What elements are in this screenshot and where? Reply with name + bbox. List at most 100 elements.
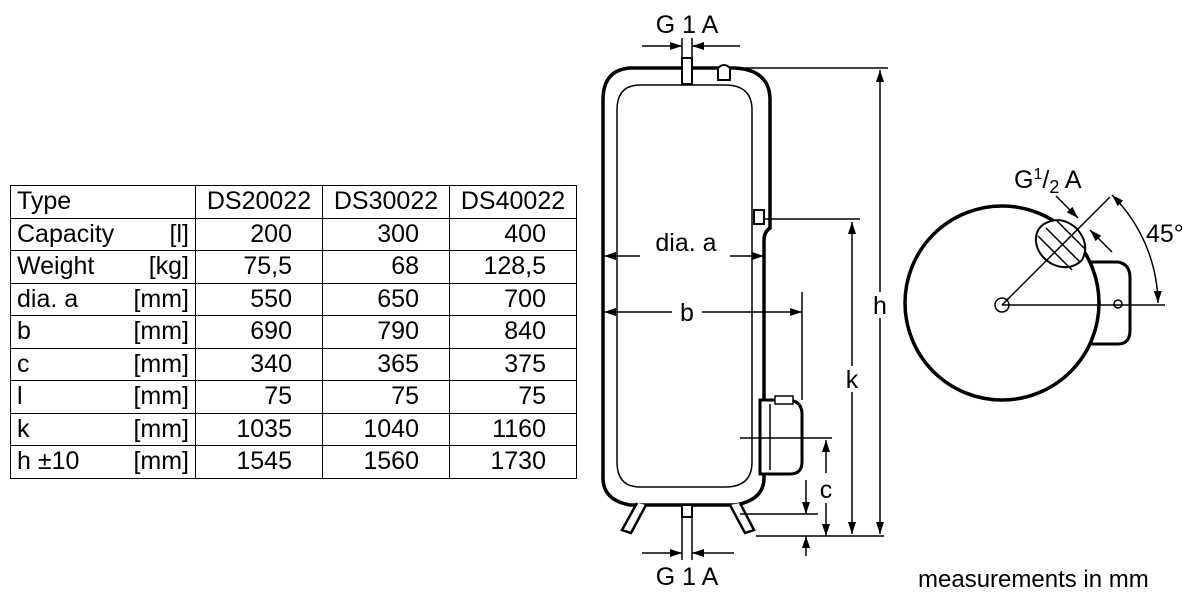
dim-h-label: h <box>873 292 887 320</box>
spec-cell: 1035 <box>195 412 323 446</box>
spec-row-unit: [mm] <box>133 447 189 476</box>
spec-header-model: DS30022 <box>322 185 450 219</box>
spec-row-unit: [mm] <box>133 414 189 443</box>
angle-label: 45° <box>1146 220 1184 248</box>
spec-cell: 68 <box>322 250 450 284</box>
angle-arc <box>1111 194 1162 304</box>
top-view-hatching <box>1037 219 1087 271</box>
spec-row-name: l <box>17 382 23 411</box>
spec-row-name: Capacity <box>17 219 115 248</box>
side-connection-label: G1/2 A <box>1014 166 1082 197</box>
spec-row-label-wrap: c [mm] <box>17 349 189 378</box>
top-view-flange-hole <box>1113 299 1123 309</box>
spec-row-unit: [kg] <box>148 252 189 281</box>
leg-right <box>728 502 756 535</box>
bottom-connection-pipe <box>681 504 693 518</box>
spec-cell: 128,5 <box>449 250 577 284</box>
spec-cell: 75 <box>195 380 323 414</box>
flange-cap <box>774 395 794 405</box>
spec-row-unit: [l] <box>169 219 189 248</box>
spec-cell: 75 <box>322 380 450 414</box>
spec-cell: 1040 <box>322 412 450 446</box>
side-connection-sup: 1 <box>1033 166 1042 183</box>
spec-header-label: Type <box>10 185 196 219</box>
spec-row-name: c <box>17 349 30 378</box>
side-connection-arrow-upper <box>1055 195 1079 219</box>
spec-cell: 1730 <box>449 445 577 479</box>
spec-row-label: c [mm] <box>10 347 196 381</box>
bottom-connection-dimension <box>642 517 734 560</box>
spec-table: Type DS20022 DS30022 DS40022 Capacity[l]… <box>10 185 577 479</box>
spec-row-label: k [mm] <box>10 412 196 446</box>
top-connection-dimension <box>642 38 740 58</box>
dim-dia-a-label: dia. a <box>655 229 716 257</box>
leg-left <box>620 502 648 535</box>
dimension-h <box>745 67 888 534</box>
dim-b-label: b <box>680 299 694 327</box>
top-view-angle-line <box>1001 196 1111 306</box>
top-connection-pipe <box>681 57 693 85</box>
spec-row-name: dia. a <box>17 284 79 313</box>
spec-cell: 1160 <box>449 412 577 446</box>
spec-row-label: b [mm] <box>10 315 196 349</box>
spec-row-label-wrap: k [mm] <box>17 414 189 443</box>
spec-cell: 375 <box>449 347 577 381</box>
spec-row-name: k <box>17 414 30 443</box>
side-connection-sub: 2 <box>1049 177 1059 197</box>
spec-row-label-wrap: l [mm] <box>17 384 189 409</box>
spec-row-name: h ±10 <box>17 447 80 476</box>
bottom-connection-label: G 1 A <box>656 563 719 591</box>
spec-cell: 550 <box>195 282 323 316</box>
dim-k-label: k <box>846 366 859 394</box>
tank-front-view <box>601 57 804 535</box>
top-connection-label: G 1 A <box>656 11 719 39</box>
spec-table-body: Type DS20022 DS30022 DS40022 Capacity[l]… <box>10 185 577 479</box>
spec-cell: 650 <box>322 282 450 316</box>
spec-row-label: h ±10 [mm] <box>10 445 196 479</box>
flange-box <box>758 398 804 476</box>
side-connection-prefix: G <box>1014 166 1033 194</box>
spec-cell: 365 <box>322 347 450 381</box>
spec-cell: 75 <box>449 380 577 414</box>
side-connection-slash: / <box>1042 166 1049 194</box>
spec-row-label-wrap: Weight [kg] <box>17 254 189 279</box>
tank-inner-vessel <box>616 84 753 488</box>
spec-row-unit: [mm] <box>133 284 189 313</box>
spec-cell: 400 <box>449 217 577 251</box>
spec-cell: 300 <box>322 217 450 251</box>
measurements-note: measurements in mm <box>918 566 1149 593</box>
dimension-c <box>740 437 884 556</box>
dimension-b <box>604 292 803 400</box>
spec-cell: 1545 <box>195 445 323 479</box>
top-nipple <box>717 64 731 81</box>
spec-row-label-wrap: Capacity [l] <box>17 219 189 248</box>
spec-row-label-wrap: h ±10 [mm] <box>17 449 189 474</box>
spec-cell: 700 <box>449 282 577 316</box>
side-connection-arrow-lower <box>1089 229 1113 253</box>
spec-row-unit: [mm] <box>133 349 189 378</box>
spec-cell: 840 <box>449 315 577 349</box>
spec-cell: 340 <box>195 347 323 381</box>
spec-row-label-wrap: b [mm] <box>17 319 189 344</box>
dim-c-label: c <box>820 476 833 504</box>
spec-header-model: DS20022 <box>195 185 323 219</box>
tank-outer-shell <box>601 66 772 507</box>
tank-top-view <box>903 194 1165 402</box>
spec-row-name: Weight <box>17 252 95 281</box>
spec-cell: 75,5 <box>195 250 323 284</box>
spec-cell: 1560 <box>322 445 450 479</box>
side-connection-suffix: A <box>1059 166 1082 194</box>
spec-row-unit: [mm] <box>133 317 189 346</box>
dimension-k <box>764 218 860 534</box>
spec-row-name: b <box>17 317 31 346</box>
side-nipple <box>753 209 765 225</box>
spec-row-unit: [mm] <box>133 382 189 411</box>
